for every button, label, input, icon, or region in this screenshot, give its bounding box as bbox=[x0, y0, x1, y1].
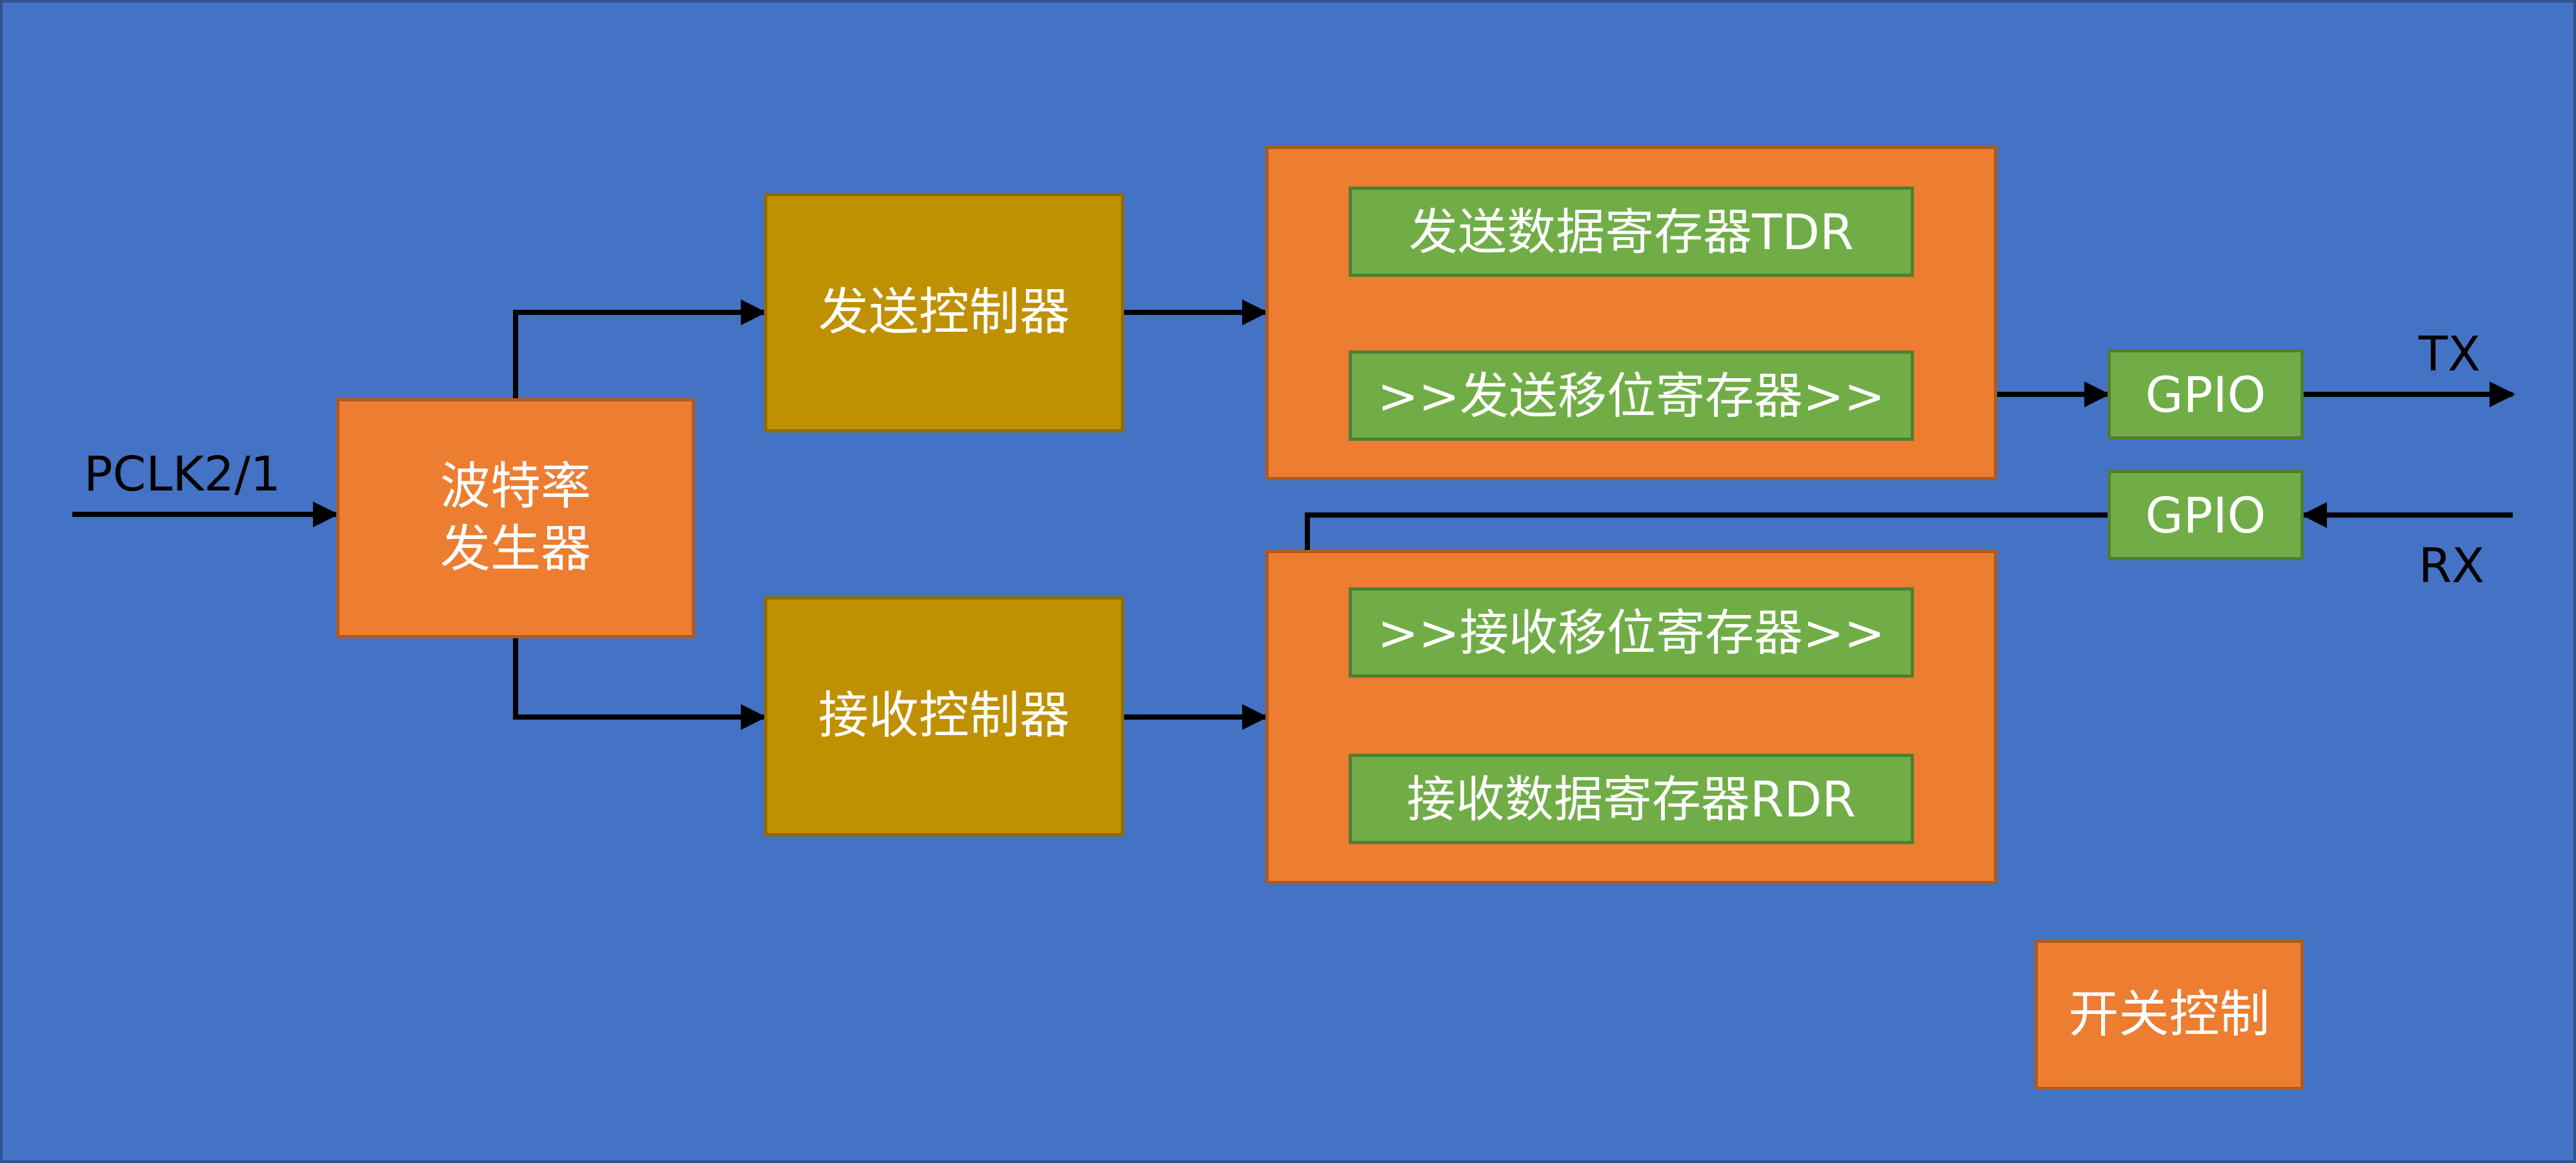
tx-controller-label: 发送控制器 bbox=[818, 283, 1070, 341]
tx-shift-label: >>发送移位寄存器>> bbox=[1377, 367, 1886, 425]
gpio-rx-label: GPIO bbox=[2145, 486, 2266, 544]
rx-controller-label: 接收控制器 bbox=[818, 687, 1070, 745]
switch-control-label: 开关控制 bbox=[2068, 985, 2270, 1044]
baud-generator-line2: 发生器 bbox=[439, 520, 591, 578]
gpio-tx-label: GPIO bbox=[2145, 365, 2266, 423]
tdr-label: 发送数据寄存器TDR bbox=[1409, 203, 1854, 261]
baud-to-tx-arrow bbox=[513, 299, 767, 398]
baud-to-rx-arrow bbox=[513, 638, 767, 730]
rx-shift-register-box: >>接收移位寄存器>> bbox=[1349, 587, 1914, 678]
rx-controller-box: 接收控制器 bbox=[764, 596, 1124, 836]
baud-generator-line1: 波特率 bbox=[439, 457, 591, 516]
input-clock-label: PCLK2/1 bbox=[84, 447, 281, 502]
tx-controller-box: 发送控制器 bbox=[764, 193, 1124, 432]
switch-control-box: 开关控制 bbox=[2035, 940, 2304, 1090]
rdr-register-box: 接收数据寄存器RDR bbox=[1349, 754, 1914, 844]
rx-shift-label: >>接收移位寄存器>> bbox=[1377, 603, 1886, 662]
tdr-register-box: 发送数据寄存器TDR bbox=[1349, 187, 1914, 277]
baud-rate-generator-box: 波特率 发生器 bbox=[336, 398, 695, 638]
tx-output-label: TX bbox=[2419, 327, 2480, 382]
rx-input-label: RX bbox=[2419, 538, 2485, 594]
rdr-label: 接收数据寄存器RDR bbox=[1406, 770, 1857, 828]
gpio-tx-box: GPIO bbox=[2108, 349, 2304, 440]
tx-shift-register-box: >>发送移位寄存器>> bbox=[1349, 350, 1914, 441]
gpio-rx-box: GPIO bbox=[2108, 470, 2304, 560]
